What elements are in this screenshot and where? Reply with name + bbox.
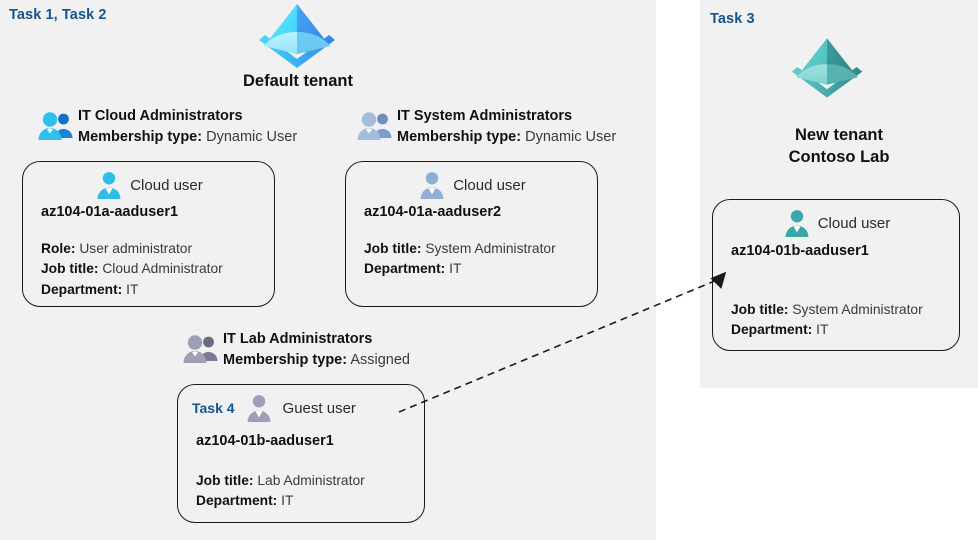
property-role: Role: User administrator [41,239,223,259]
new-tenant-title-line1: New tenant [794,126,883,144]
task-label-4: Task 4 [192,400,235,416]
user-upn: az104-01a-aaduser2 [364,204,502,220]
property-label: Job title: [196,473,254,488]
property-value: Cloud Administrator [102,261,223,277]
group-name: IT System Administrators [397,108,573,124]
property-department: Department: IT [196,491,365,511]
user-card-aaduser1-cloud[interactable]: Cloud user az104-01a-aaduser1 Role: User… [22,161,275,307]
property-job-title: Job title: System Administrator [731,300,923,320]
property-value: User administrator [79,241,193,256]
property-label: Job title: [41,261,99,277]
membership-type-label: Membership type: [223,351,348,368]
property-label: Department: [41,281,123,297]
property-value: IT [816,322,829,338]
new-tenant-title: New tenant Contoso Lab [700,124,978,169]
user-type-label: Guest user [282,399,356,417]
user-type-label: Cloud user [130,176,203,194]
guest-user-icon [244,393,274,423]
card-header: Cloud user [713,208,959,238]
group-name: IT Cloud Administrators [78,108,243,124]
property-value: IT [126,281,139,297]
property-label: Department: [731,322,813,338]
default-tenant-title: Default tenant [242,72,353,90]
membership-type-label: Membership type: [397,128,522,145]
user-upn: az104-01a-aaduser1 [41,204,179,220]
property-value: IT [449,261,462,277]
user-type-label: Cloud user [817,214,891,232]
property-value: System Administrator [425,241,556,256]
property-label: Department: [196,493,278,509]
membership-type-label: Membership type: [78,128,203,145]
user-properties: Job title: System Administrator Departme… [731,300,923,341]
group-users-icon [36,110,76,142]
user-type-label: Cloud user [453,176,526,194]
user-upn: az104-01b-aaduser1 [196,433,334,449]
membership-type-value: Assigned [350,351,410,368]
card-header: Cloud user [346,170,597,200]
property-value: IT [281,493,294,509]
property-department: Department: IT [41,280,223,300]
cloud-user-icon [782,208,812,238]
property-label: Role: [41,241,76,256]
group-text: IT System Administrators Membership type… [397,106,616,147]
group-membership-type: Membership type: Dynamic User [397,127,616,148]
property-job-title: Job title: System Administrator [364,239,556,259]
property-value: Lab Administrator [257,473,365,488]
group-membership-type: Membership type: Assigned [223,350,410,371]
group-membership-type: Membership type: Dynamic User [78,127,297,148]
group-users-icon [181,333,221,365]
azure-ad-tenant-icon-new [789,36,865,98]
user-card-aaduser2-cloud[interactable]: Cloud user az104-01a-aaduser2 Job title:… [345,161,598,307]
property-job-title: Job title: Lab Administrator [196,471,365,491]
user-properties: Job title: System Administrator Departme… [364,239,556,280]
membership-type-value: Dynamic User [206,128,298,145]
group-text: IT Cloud Administrators Membership type:… [78,106,297,147]
property-label: Job title: [731,302,789,317]
property-label: Job title: [364,241,422,256]
user-card-aaduser1b-guest[interactable]: Task 4 Guest user az104-01b-aaduser1 Job… [177,384,425,523]
group-users-icon [355,110,395,142]
cloud-user-icon [417,170,447,200]
user-properties: Role: User administrator Job title: Clou… [41,239,223,300]
user-upn: az104-01b-aaduser1 [731,243,869,259]
task-label-1-2: Task 1, Task 2 [9,7,107,23]
task-label-3: Task 3 [710,11,755,27]
card-header: Task 4 Guest user [178,393,438,423]
property-label: Department: [364,261,446,277]
property-department: Department: IT [364,259,556,279]
user-properties: Job title: Lab Administrator Department:… [196,471,365,512]
new-tenant-title-line2: Contoso Lab [788,148,890,167]
group-name: IT Lab Administrators [223,331,373,347]
membership-type-value: Dynamic User [525,128,617,145]
user-card-aaduser1b-cloud[interactable]: Cloud user az104-01b-aaduser1 Job title:… [712,199,960,351]
card-header: Cloud user [23,170,274,200]
property-department: Department: IT [731,320,923,340]
cloud-user-icon [94,170,124,200]
group-text: IT Lab Administrators Membership type: A… [223,329,410,370]
property-value: System Administrator [792,302,923,317]
azure-ad-tenant-icon-default [256,2,338,68]
property-job-title: Job title: Cloud Administrator [41,259,223,279]
